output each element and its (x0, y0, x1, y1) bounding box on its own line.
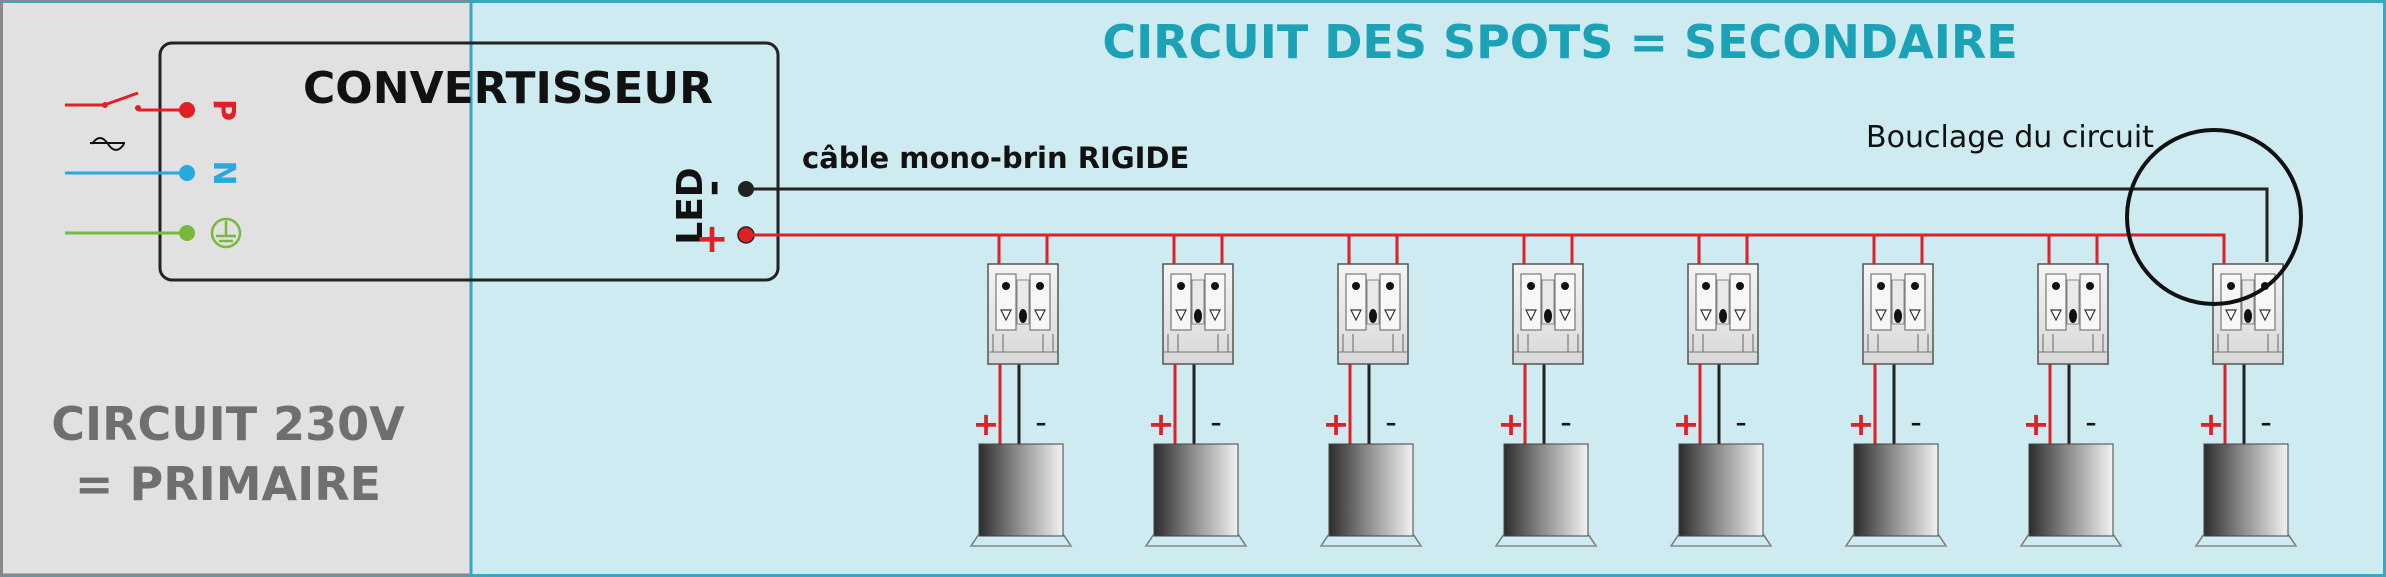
connector-icon (1687, 263, 1759, 365)
supply-wire-chain (746, 233, 2226, 264)
spot-minus-label: - (2085, 403, 2097, 441)
primary-title-line1: CIRCUIT 230V (51, 397, 405, 451)
connector-icon (2037, 263, 2109, 365)
spot-minus-label: - (1385, 403, 1397, 441)
spot-plus-label: + (2023, 405, 2050, 443)
terminal-n (179, 165, 195, 181)
spot-minus-label: - (1560, 403, 1572, 441)
spot-minus-label: - (1910, 403, 1922, 441)
secondary-title: CIRCUIT DES SPOTS = SECONDAIRE (1102, 15, 2017, 69)
spot-icon (1320, 443, 1422, 547)
spot-minus-label: - (2260, 403, 2272, 441)
return-wire (746, 187, 2269, 262)
connector-icon (1862, 263, 1934, 365)
spot-unit: +- (2195, 263, 2297, 547)
ac-icon (90, 137, 125, 151)
terminal-p (179, 102, 195, 118)
spot-plus-label: + (2198, 405, 2225, 443)
primary-zone (0, 0, 470, 577)
spot-icon (970, 443, 1072, 547)
led-label: LED (670, 167, 711, 244)
connector-icon (987, 263, 1059, 365)
spot-minus-label: - (1210, 403, 1222, 441)
spot-plus-label: + (973, 405, 1000, 443)
switch-icon (65, 91, 187, 112)
loop-label: Bouclage du circuit (1866, 120, 2154, 155)
cable-label: câble mono-brin RIGIDE (802, 141, 1189, 175)
spot-minus-label: - (1735, 403, 1747, 441)
led-minus-sign: - (690, 180, 736, 197)
primary-title-line2: = PRIMAIRE (75, 457, 381, 511)
spot-plus-label: + (1148, 405, 1175, 443)
spot-icon (1670, 443, 1772, 547)
terminal-p-label: P (206, 99, 241, 121)
spot-plus-label: + (1848, 405, 1875, 443)
connector-icon (1512, 263, 1584, 365)
spot-icon (1145, 443, 1247, 547)
spot-plus-label: + (1323, 405, 1350, 443)
ground-icon (210, 217, 242, 249)
spot-icon (2195, 443, 2297, 547)
spot-icon (2020, 443, 2122, 547)
spot-unit: +- (2020, 263, 2122, 547)
spot-plus-label: + (1498, 405, 1525, 443)
spot-plus-label: + (1673, 405, 1700, 443)
spot-unit: +- (970, 263, 1072, 547)
converter-title: CONVERTISSEUR (303, 63, 713, 114)
spot-unit: +- (1845, 263, 1947, 547)
spot-icon (1495, 443, 1597, 547)
loop-circle-icon (2125, 128, 2303, 306)
spot-list: +-+-+-+-+-+-+-+- (970, 263, 2297, 547)
terminal-earth (179, 225, 195, 241)
spot-icon (1845, 443, 1947, 547)
converter-box (158, 41, 780, 282)
spot-unit: +- (1320, 263, 1422, 547)
connector-icon (1162, 263, 1234, 365)
terminal-n-label: N (206, 160, 241, 185)
led-plus-sign: + (695, 216, 729, 262)
spot-unit: +- (1145, 263, 1247, 547)
spot-unit: +- (1495, 263, 1597, 547)
spot-minus-label: - (1035, 403, 1047, 441)
connector-icon (1337, 263, 1409, 365)
spot-unit: +- (1670, 263, 1772, 547)
